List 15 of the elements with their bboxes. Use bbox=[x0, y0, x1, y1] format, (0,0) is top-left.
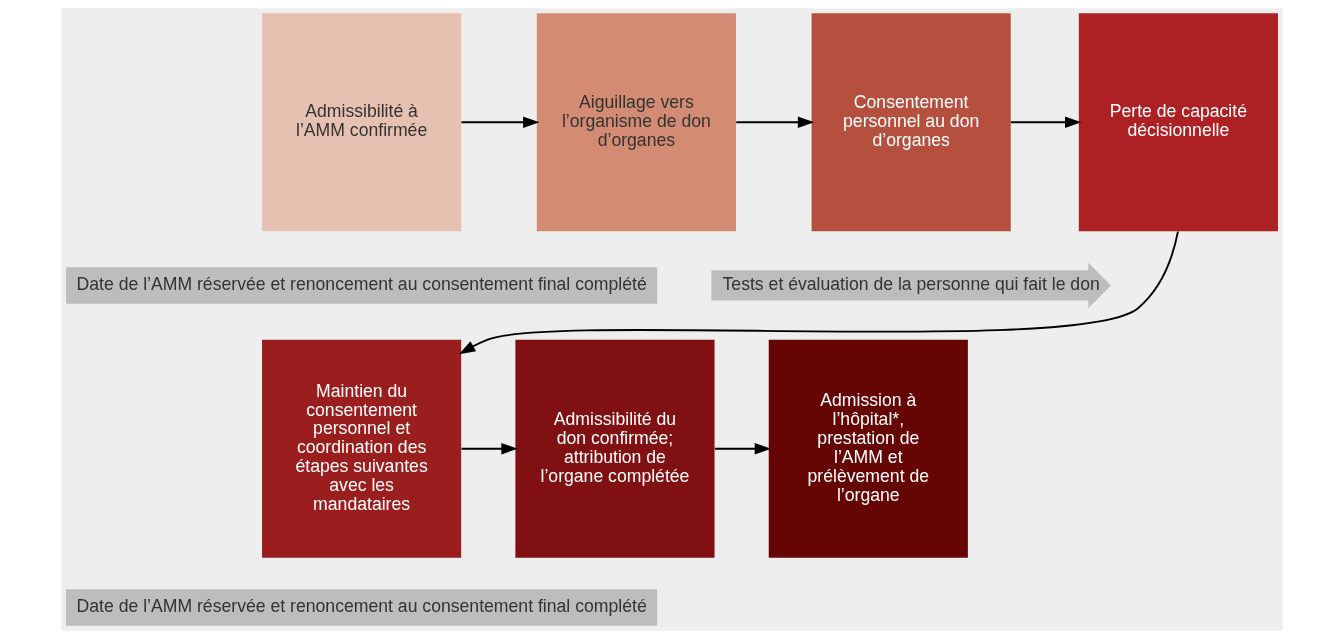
node-box: Date de l’AMM réservée et renoncement au consentement final complété bbox=[66, 267, 658, 304]
node-box: Aiguillage vers l’organisme de don d’organes bbox=[536, 13, 736, 232]
arrow bbox=[713, 442, 772, 455]
node-box: Date de l’AMM réservée et renoncement au consentement final complété bbox=[66, 589, 658, 626]
node-box: Perte de capacité décisionnelle bbox=[1078, 13, 1278, 232]
arrow bbox=[735, 116, 815, 128]
arrow bbox=[1009, 116, 1082, 128]
node-box: Consentement personnel au don d’organes bbox=[811, 13, 1011, 232]
node-box: Admission à l’hôpital*, prestation de l’AMM et prélèvement de l’organe bbox=[768, 339, 968, 558]
arrow bbox=[460, 116, 540, 128]
node-box: Maintien du consentement personnel et coordination des étapes suivantes avec les mandataires bbox=[262, 339, 462, 558]
arrow bbox=[458, 230, 1179, 355]
node-box: Admissibilité à l’AMM confirmée bbox=[262, 13, 462, 232]
arrow bbox=[460, 442, 518, 455]
node-box: Admissibilité du don confirmée; attribution de l’organe complétée bbox=[515, 339, 715, 558]
